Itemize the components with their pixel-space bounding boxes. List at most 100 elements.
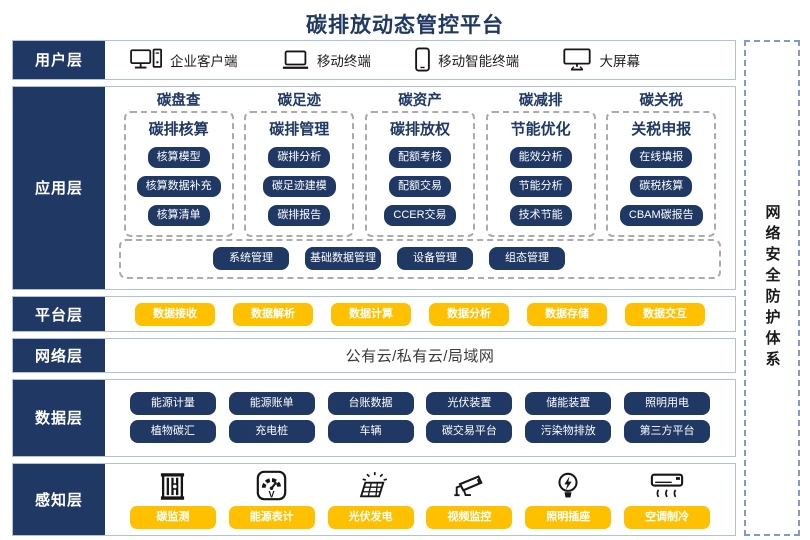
- data-source-pill: 能源计量: [129, 392, 216, 416]
- app-column-box: 节能优化能效分析节能分析技术节能: [485, 110, 596, 237]
- app-column-header: 碳足迹: [277, 92, 322, 109]
- common-module-pill: 系统管理: [213, 247, 289, 271]
- data-source-pill: 储能装置: [525, 392, 612, 416]
- perception-layer-label: 感知层: [13, 463, 105, 535]
- platform-function-pill: 数据交互: [625, 302, 705, 326]
- perception-device-item: 光伏发电: [327, 467, 414, 530]
- user-layer-label: 用户层: [13, 41, 105, 79]
- smartphone-icon: [415, 47, 430, 72]
- big-screen-icon: [563, 48, 592, 71]
- carbon-monitor-icon: [158, 467, 187, 501]
- user-terminal-item: 移动终端: [282, 50, 371, 70]
- data-layer-band: 数据层 能源计量能源账单台账数据光伏装置储能装置照明用电植物碳汇充电桩车辆碳交易…: [12, 379, 736, 457]
- user-terminal-label: 移动终端: [316, 53, 371, 69]
- laptop-icon: [282, 50, 309, 70]
- data-source-pill: 台账数据: [327, 392, 414, 416]
- platform-function-pill: 数据计算: [331, 302, 411, 326]
- platform-function-pill: 数据接收: [135, 302, 215, 326]
- security-panel-label: 网络安全防护体系: [763, 204, 781, 372]
- user-terminal-item: 企业客户端: [130, 48, 238, 72]
- app-module-pill: 碳足迹建模: [262, 175, 336, 197]
- app-column-subheader: 碳排放权: [389, 120, 450, 138]
- data-source-row: 能源计量能源账单台账数据光伏装置储能装置照明用电: [117, 392, 723, 416]
- app-module-pill: CBAM碳报告: [619, 204, 703, 226]
- desktop-pc-icon: [130, 48, 162, 72]
- network-layer-label: 网络层: [13, 339, 105, 373]
- app-column-subheader: 碳排核算: [148, 120, 209, 138]
- app-column: 碳盘查碳排核算核算模型核算数据补充核算清单: [123, 92, 234, 237]
- layer-bands: 用户层 企业客户端 移动终端 移动智能终端 大屏幕 应用层 碳盘查碳排核算核算模型核算…: [12, 40, 736, 536]
- security-panel: 网络安全防护体系: [744, 40, 800, 536]
- svg-text:V: V: [269, 490, 276, 500]
- app-column-header: 碳资产: [398, 92, 442, 109]
- perception-device-item: 碳监测: [129, 467, 216, 530]
- page-title: 碳排放动态管控平台: [306, 14, 504, 37]
- app-column-header: 碳盘查: [156, 92, 201, 109]
- user-terminal-label: 移动智能终端: [438, 53, 520, 69]
- perception-device-item: 空调制冷: [624, 467, 711, 530]
- data-source-pill: 照明用电: [624, 392, 711, 416]
- platform-layer-band: 平台层 数据接收数据解析数据计算数据分析数据存储数据交互: [12, 295, 736, 333]
- data-source-pill: 植物碳汇: [129, 420, 216, 444]
- cctv-camera-icon: [452, 467, 486, 501]
- user-layer-content: 企业客户端 移动终端 移动智能终端 大屏幕: [105, 41, 735, 79]
- perception-device-pill: 光伏发电: [327, 506, 414, 530]
- user-terminal-item: 大屏幕: [563, 48, 640, 71]
- platform-layer-label: 平台层: [13, 296, 105, 332]
- application-columns: 碳盘查碳排核算核算模型核算数据补充核算清单碳足迹碳排管理碳排分析碳足迹建模碳排报…: [105, 87, 735, 237]
- data-source-row: 植物碳汇充电桩车辆碳交易平台污染物排放第三方平台: [117, 420, 723, 444]
- data-source-pill: 第三方平台: [624, 420, 711, 444]
- user-terminal-label: 企业客户端: [170, 53, 238, 69]
- data-source-pill: 能源账单: [228, 392, 315, 416]
- perception-device-pill: 照明插座: [525, 506, 612, 530]
- app-column: 碳足迹碳排管理碳排分析碳足迹建模碳排报告: [244, 92, 355, 237]
- common-module-pill: 组态管理: [489, 247, 565, 271]
- user-layer-band: 用户层 企业客户端 移动终端 移动智能终端 大屏幕: [12, 40, 736, 80]
- app-module-pill: 能效分析: [509, 146, 572, 168]
- perception-device-item: 视频监控: [426, 467, 513, 530]
- perception-device-item: 照明插座: [525, 467, 612, 530]
- data-source-pill: 碳交易平台: [426, 420, 513, 444]
- app-module-pill: 核算模型: [147, 146, 210, 168]
- common-module-pill: 设备管理: [397, 247, 473, 271]
- common-module-pill: 基础数据管理: [305, 247, 381, 271]
- platform-layer-content: 数据接收数据解析数据计算数据分析数据存储数据交互: [105, 297, 735, 332]
- perception-device-pill: 能源表计: [228, 506, 315, 530]
- app-column-subheader: 关税申报: [631, 120, 692, 138]
- perception-device-pill: 碳监测: [129, 506, 216, 530]
- app-module-pill: 碳排分析: [268, 146, 331, 168]
- app-module-pill: 碳税核算: [630, 175, 693, 197]
- perception-layer-band: 感知层 碳监测 V 能源表计光伏发电视频监控照明插座空调制冷: [12, 462, 736, 536]
- app-module-pill: 节能分析: [509, 175, 572, 197]
- data-source-pill: 车辆: [327, 420, 414, 444]
- perception-layer-content: 碳监测 V 能源表计光伏发电视频监控照明插座空调制冷: [105, 464, 735, 535]
- application-layer-label: 应用层: [13, 86, 105, 289]
- app-module-pill: 核算清单: [147, 204, 210, 226]
- app-module-pill: 配额交易: [388, 175, 451, 197]
- app-column-box: 碳排核算核算模型核算数据补充核算清单: [123, 110, 234, 237]
- application-layer-band: 应用层 碳盘查碳排核算核算模型核算数据补充核算清单碳足迹碳排管理碳排分析碳足迹建…: [12, 85, 736, 290]
- app-module-pill: CCER交易: [384, 204, 456, 226]
- solar-panel-icon: [354, 467, 388, 501]
- data-layer-label: 数据层: [13, 380, 105, 456]
- platform-function-pill: 数据解析: [233, 302, 313, 326]
- perception-device-item: V 能源表计: [228, 467, 315, 530]
- app-module-pill: 技术节能: [509, 204, 572, 226]
- air-conditioner-icon: [650, 467, 684, 501]
- app-column-box: 碳排管理碳排分析碳足迹建模碳排报告: [244, 110, 355, 237]
- perception-device-pill: 视频监控: [426, 506, 513, 530]
- data-source-pill: 充电桩: [228, 420, 315, 444]
- data-layer-content: 能源计量能源账单台账数据光伏装置储能装置照明用电植物碳汇充电桩车辆碳交易平台污染…: [105, 380, 735, 455]
- app-column: 碳减排节能优化能效分析节能分析技术节能: [485, 92, 596, 237]
- application-common-modules: 系统管理基础数据管理设备管理组态管理: [119, 238, 721, 279]
- user-terminal-item: 移动智能终端: [415, 47, 519, 72]
- user-terminal-label: 大屏幕: [599, 53, 640, 69]
- app-column-subheader: 节能优化: [510, 120, 571, 138]
- platform-function-pill: 数据存储: [527, 302, 607, 326]
- diagram-layout: 用户层 企业客户端 移动终端 移动智能终端 大屏幕 应用层 碳盘查碳排核算核算模型核算…: [12, 40, 800, 536]
